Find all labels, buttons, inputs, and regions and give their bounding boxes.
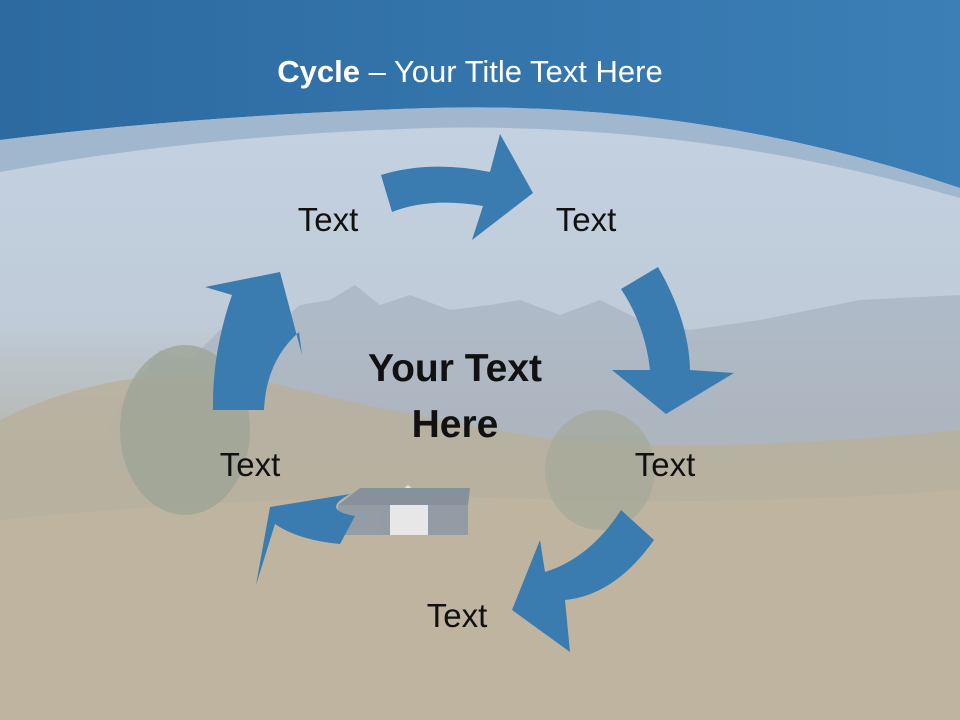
slide-title: Cycle – Your Title Text Here [0, 54, 940, 90]
cycle-label-4: Text [426, 597, 488, 634]
title-rest: – Your Title Text Here [360, 54, 663, 89]
cycle-arrows [205, 134, 734, 652]
foreground-field [0, 490, 960, 720]
cycle-arrow-4 [256, 494, 355, 585]
title-bold: Cycle [277, 54, 360, 89]
cycle-label-1: Text [297, 201, 359, 238]
cycle-arrow-3 [512, 510, 654, 652]
center-text: Your Text Here [325, 341, 585, 453]
center-text-line-1: Your Text [367, 347, 543, 390]
cycle-arrow-2 [612, 267, 734, 414]
farmhouse [338, 485, 470, 535]
tree-cluster-right [545, 410, 655, 530]
header-band [0, 0, 960, 188]
center-text-line-2: Here [411, 403, 499, 446]
cycle-arrow-1 [381, 134, 533, 240]
header-swoosh [0, 107, 960, 198]
cycle-label-3: Text [634, 446, 696, 483]
cycle-label-2: Text [555, 201, 617, 238]
cycle-label-5: Text [219, 446, 281, 483]
cycle-arrow-5 [205, 272, 302, 410]
